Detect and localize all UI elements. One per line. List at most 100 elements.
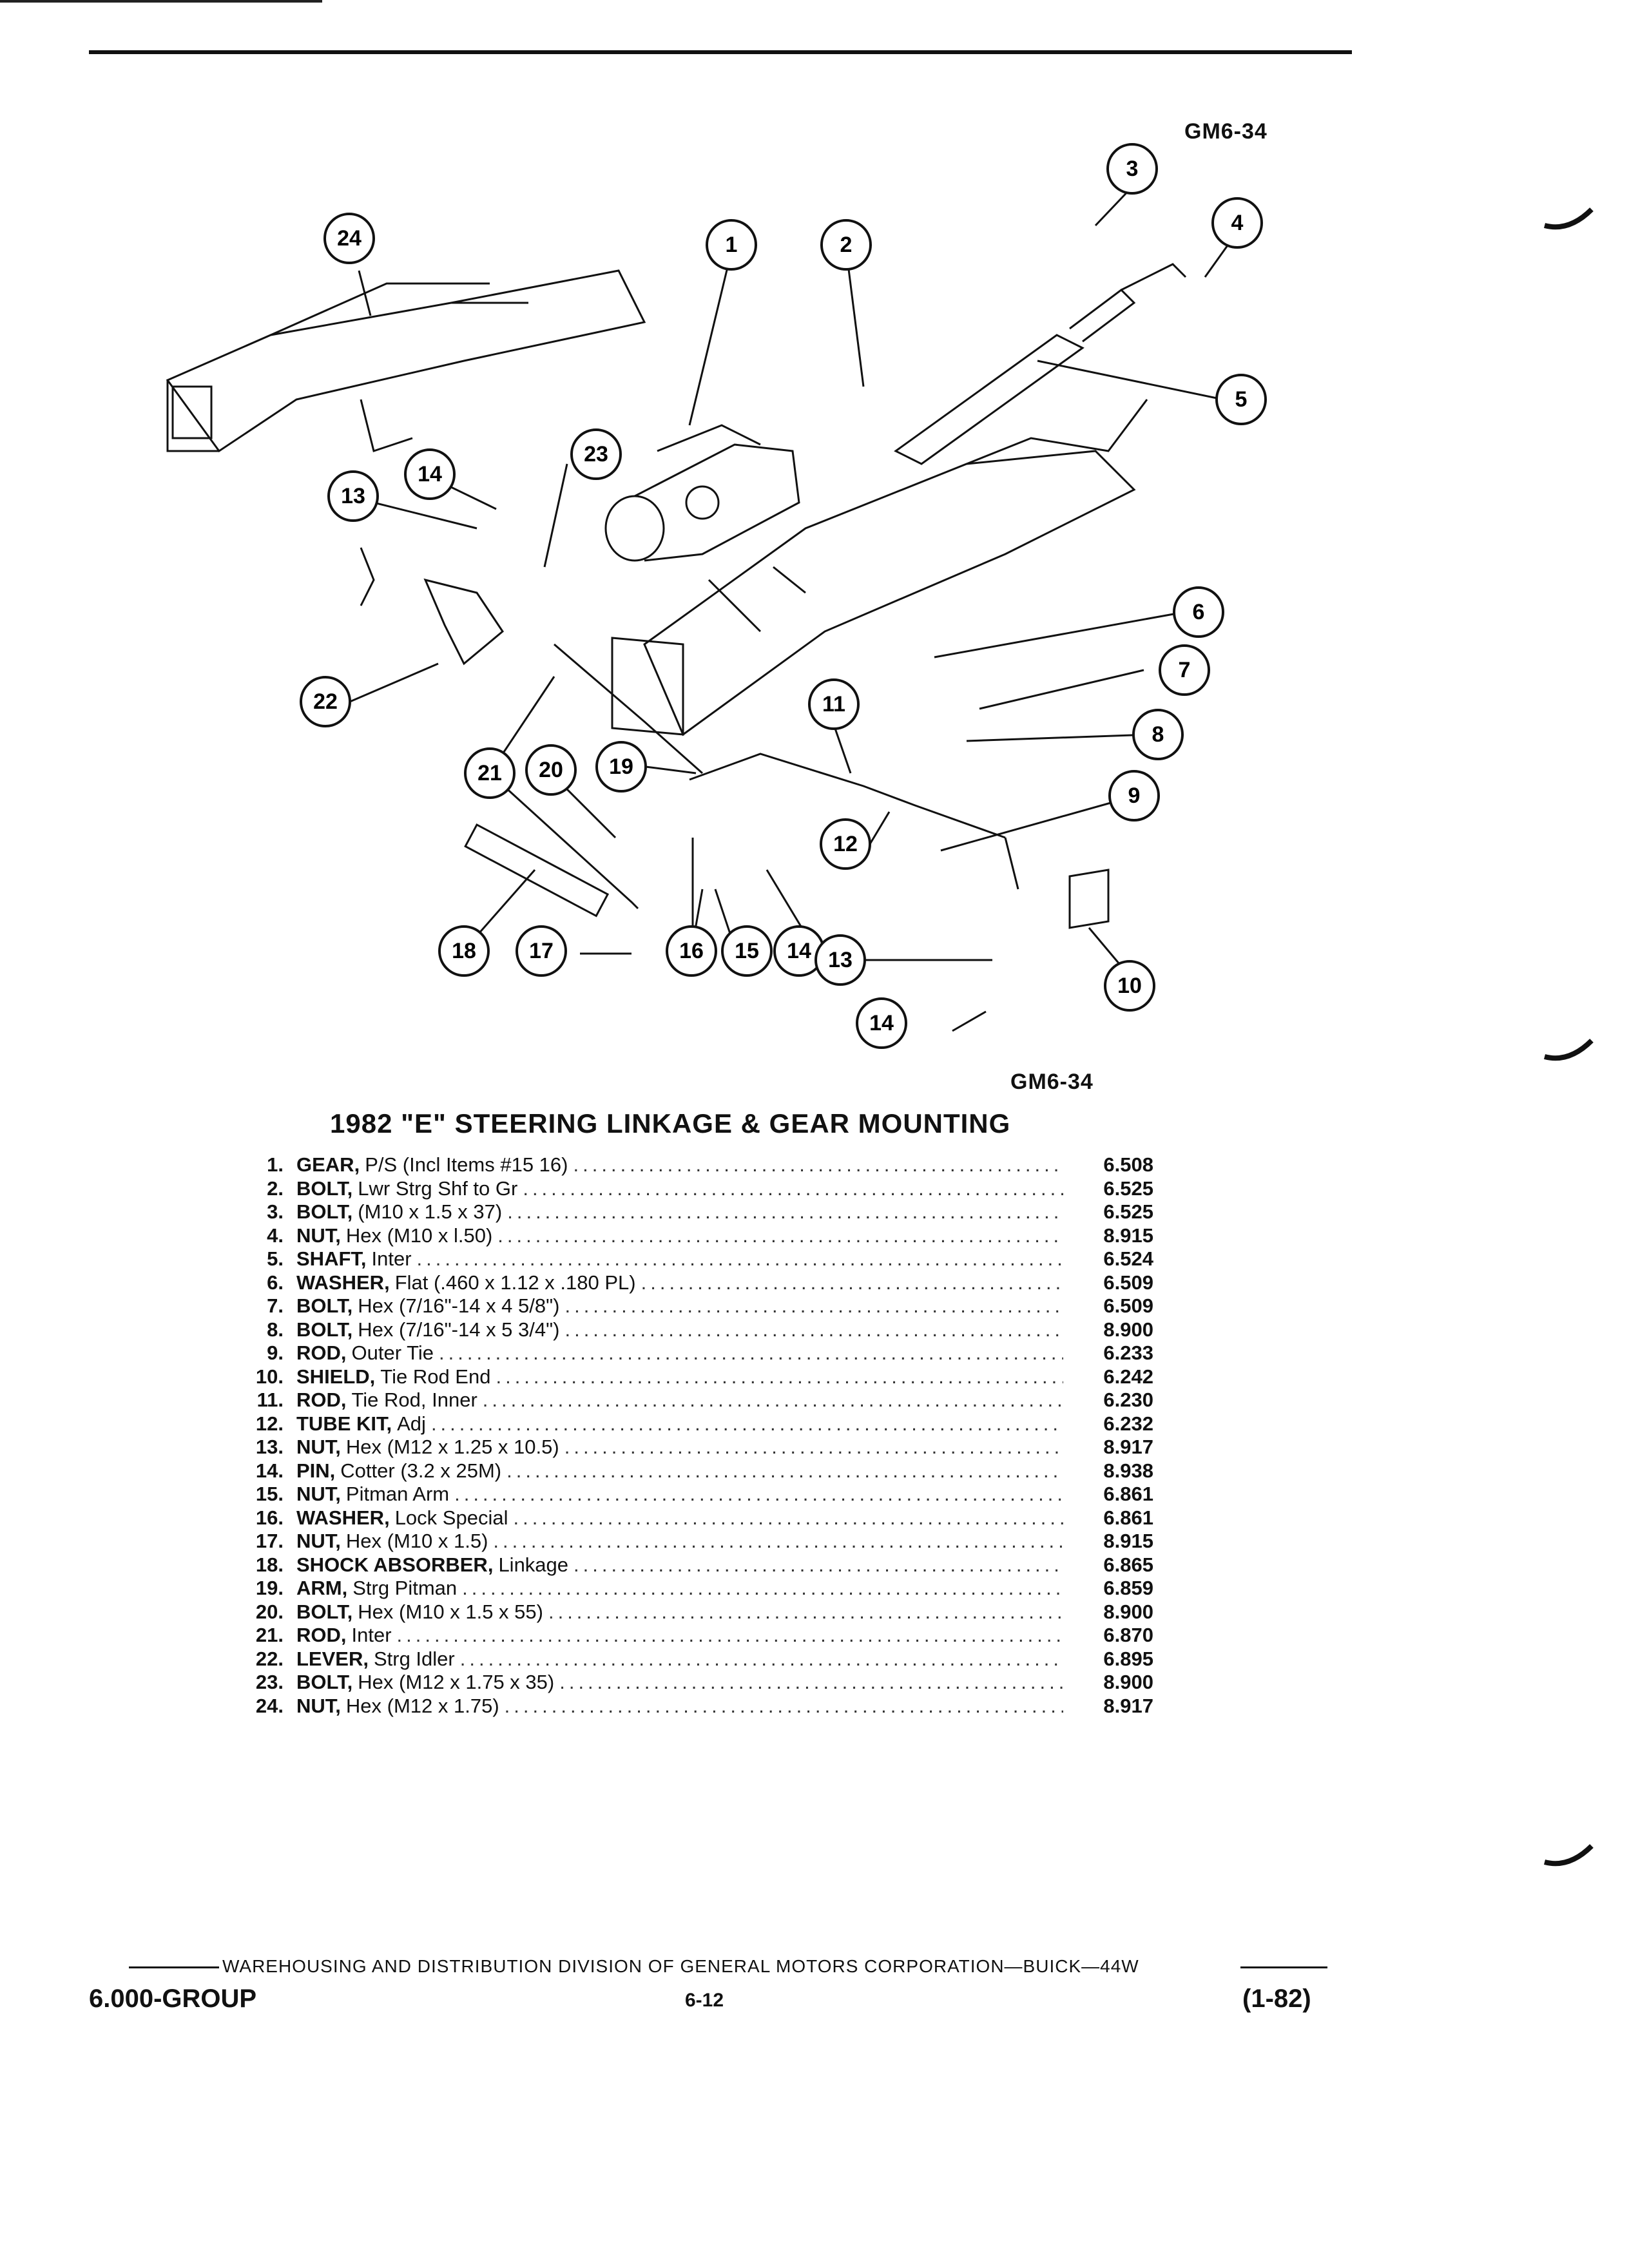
part-detail: Hex (M12 x 1.75)	[345, 1694, 499, 1717]
callout-4-label: 4	[1231, 211, 1244, 235]
callout-21-label: 21	[477, 761, 502, 785]
part-number: 6.	[267, 1271, 284, 1294]
part-number: 5.	[267, 1247, 284, 1270]
header-rule	[89, 50, 1352, 54]
part-code: 6.230	[1103, 1389, 1153, 1411]
parts-list-row: 11.ROD,Tie Rod, Inner6.230	[232, 1389, 1211, 1412]
part-description: BOLT,Hex (M12 x 1.75 x 35)	[296, 1671, 1063, 1694]
frame-rail-illustration	[166, 269, 646, 453]
part-code: 6.508	[1103, 1153, 1153, 1176]
callout-15-label: 15	[735, 939, 759, 963]
part-code: 8.938	[1103, 1459, 1153, 1482]
part-number: 13.	[255, 1436, 284, 1458]
part-code: 6.525	[1103, 1200, 1153, 1223]
callout-15: 15	[721, 925, 773, 977]
footer-text: WAREHOUSING AND DISTRIBUTION DIVISION OF…	[222, 1956, 1139, 1976]
callout-21: 21	[464, 747, 516, 799]
parts-list-row: 21.ROD,Inter6.870	[232, 1624, 1211, 1648]
part-detail: Hex (M10 x l.50)	[345, 1224, 493, 1247]
part-code: 6.525	[1103, 1177, 1153, 1200]
callout-2: 2	[820, 219, 872, 271]
callout-1: 1	[706, 219, 757, 271]
page-number: 6-12	[685, 1990, 724, 2011]
part-number: 20.	[255, 1600, 284, 1623]
parts-list-row: 12.TUBE KIT,Adj6.232	[232, 1412, 1211, 1436]
part-detail: Pitman Arm	[345, 1483, 450, 1505]
part-number: 1.	[267, 1153, 284, 1176]
leader-dots	[493, 1530, 1063, 1553]
parts-list-row: 22.LEVER,Strg Idler6.895	[232, 1648, 1211, 1671]
part-description: SHIELD,Tie Rod End	[296, 1365, 1063, 1389]
part-description: PIN,Cotter (3.2 x 25M)	[296, 1459, 1063, 1483]
part-name: NUT,	[296, 1530, 341, 1552]
parts-list-row: 14.PIN,Cotter (3.2 x 25M)8.938	[232, 1459, 1211, 1483]
part-number: 12.	[255, 1412, 284, 1435]
part-name: LEVER,	[296, 1647, 369, 1670]
parts-list-row: 7.BOLT,Hex (7/16"-14 x 4 5/8")6.509	[232, 1294, 1211, 1318]
part-detail: Outer Tie	[351, 1341, 434, 1364]
callout-17: 17	[516, 925, 567, 977]
part-description: ARM,Strg Pitman	[296, 1577, 1063, 1600]
leader-lines	[347, 186, 1239, 1032]
callout-9: 9	[1108, 770, 1160, 822]
callout-19: 19	[595, 741, 647, 793]
part-description: SHOCK ABSORBER,Linkage	[296, 1553, 1063, 1577]
part-description: WASHER,Lock Special	[296, 1506, 1063, 1530]
part-detail: Cotter (3.2 x 25M)	[340, 1459, 502, 1482]
part-code: 6.865	[1103, 1553, 1153, 1576]
callout-20: 20	[525, 744, 577, 796]
part-detail: Lwr Strg Shf to Gr	[358, 1177, 518, 1200]
leader-dots	[564, 1436, 1063, 1459]
parts-list-row: 13.NUT,Hex (M12 x 1.25 x 10.5)8.917	[232, 1436, 1211, 1459]
part-name: BOLT,	[296, 1294, 353, 1317]
part-description: LEVER,Strg Idler	[296, 1648, 1063, 1671]
part-number: 16.	[255, 1506, 284, 1529]
part-number: 15.	[255, 1483, 284, 1505]
leader-dots	[462, 1577, 1063, 1600]
part-description: BOLT,Hex (7/16"-14 x 4 5/8")	[296, 1294, 1063, 1318]
part-number: 18.	[255, 1553, 284, 1576]
parts-list-row: 24.NUT,Hex (M12 x 1.75)8.917	[232, 1695, 1211, 1718]
part-number: 19.	[255, 1577, 284, 1599]
callout-1-label: 1	[726, 233, 738, 257]
callout-5: 5	[1215, 374, 1267, 425]
part-description: ROD,Tie Rod, Inner	[296, 1389, 1063, 1412]
binding-hole-mark-2	[1543, 1039, 1594, 1061]
part-name: SHOCK ABSORBER,	[296, 1553, 494, 1576]
callout-18: 18	[438, 925, 490, 977]
binding-hole-mark-3	[1543, 1844, 1594, 1867]
footer-rule-right	[1240, 1966, 1327, 1968]
callout-14-a-label: 14	[418, 462, 442, 486]
part-description: NUT,Hex (M12 x 1.25 x 10.5)	[296, 1436, 1063, 1459]
leader-dots	[417, 1247, 1063, 1271]
part-code: 6.509	[1103, 1271, 1153, 1294]
shield-illustration	[1068, 869, 1110, 929]
part-name: NUT,	[296, 1224, 341, 1247]
part-number: 24.	[255, 1694, 284, 1717]
callout-13-a-label: 13	[341, 484, 365, 508]
leader-dots	[523, 1177, 1063, 1200]
callout-3: 3	[1106, 143, 1158, 195]
callout-6-label: 6	[1193, 600, 1205, 624]
leader-dots	[439, 1341, 1063, 1365]
leader-dots	[564, 1294, 1063, 1318]
part-code: 6.524	[1103, 1247, 1153, 1270]
part-number: 23.	[255, 1671, 284, 1693]
part-number: 8.	[267, 1318, 284, 1341]
callout-8-label: 8	[1152, 722, 1164, 747]
part-description: BOLT,Lwr Strg Shf to Gr	[296, 1177, 1063, 1200]
part-code: 8.900	[1103, 1671, 1153, 1693]
part-code: 8.900	[1103, 1318, 1153, 1341]
part-detail: (M10 x 1.5 x 37)	[358, 1200, 503, 1223]
part-name: ROD,	[296, 1341, 347, 1364]
callout-6: 6	[1173, 586, 1224, 638]
part-name: BOLT,	[296, 1177, 353, 1200]
part-code: 8.917	[1103, 1694, 1153, 1717]
leader-dots	[483, 1389, 1063, 1412]
leader-dots	[564, 1318, 1063, 1341]
part-name: TUBE KIT,	[296, 1412, 392, 1435]
callout-14-a: 14	[404, 448, 456, 500]
callout-20-label: 20	[539, 758, 563, 782]
part-name: PIN,	[296, 1459, 336, 1482]
part-detail: Lock Special	[394, 1506, 508, 1529]
